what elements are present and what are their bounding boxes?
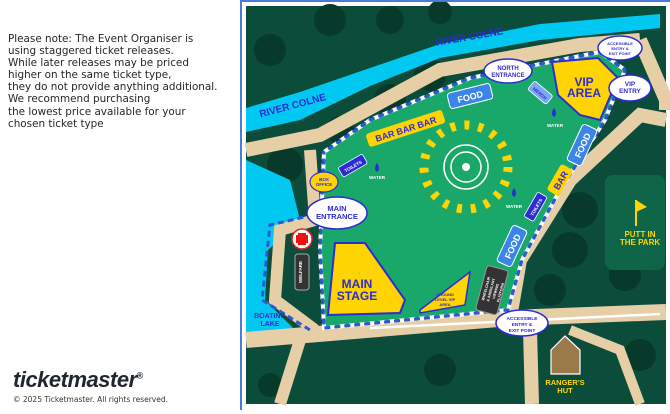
flag-icon bbox=[635, 200, 647, 226]
ground-level-vip-area[interactable] bbox=[419, 270, 472, 314]
svg-text:WELFARE: WELFARE bbox=[298, 261, 303, 283]
main-stage[interactable] bbox=[326, 242, 407, 317]
water-drop-icon bbox=[552, 108, 556, 117]
sun-centrepiece-icon bbox=[419, 120, 513, 214]
ticketmaster-logo: ticketmaster® bbox=[13, 367, 143, 392]
viewing-platform[interactable]: WHEELCHAIR& AMBULANTVIEWINGPLATFORM bbox=[475, 265, 509, 316]
water-label: WATER bbox=[506, 204, 523, 209]
svg-text:WHEELCHAIR& AMBULANTVIEWINGPLA: WHEELCHAIR& AMBULANTVIEWINGPLATFORM bbox=[481, 276, 506, 305]
food-stall-top[interactable]: FOOD bbox=[446, 83, 494, 109]
water-drop-icon bbox=[512, 188, 516, 197]
ticket-release-notice: Please note: The Event Organiser is usin… bbox=[8, 33, 218, 130]
rangers-hut-icon bbox=[550, 335, 581, 375]
water-label: WATER bbox=[547, 123, 564, 128]
water-points bbox=[375, 108, 556, 197]
first-aid-icon bbox=[291, 228, 313, 250]
boating-lake bbox=[246, 160, 300, 340]
copyright-text: © 2025 Ticketmaster. All rights reserved… bbox=[13, 395, 169, 404]
water-label: WATER bbox=[369, 175, 386, 180]
welfare-tent[interactable]: WELFARE bbox=[294, 253, 310, 291]
vip-area[interactable] bbox=[550, 56, 620, 122]
river-colne bbox=[246, 14, 660, 132]
water-drop-icon bbox=[375, 163, 379, 172]
